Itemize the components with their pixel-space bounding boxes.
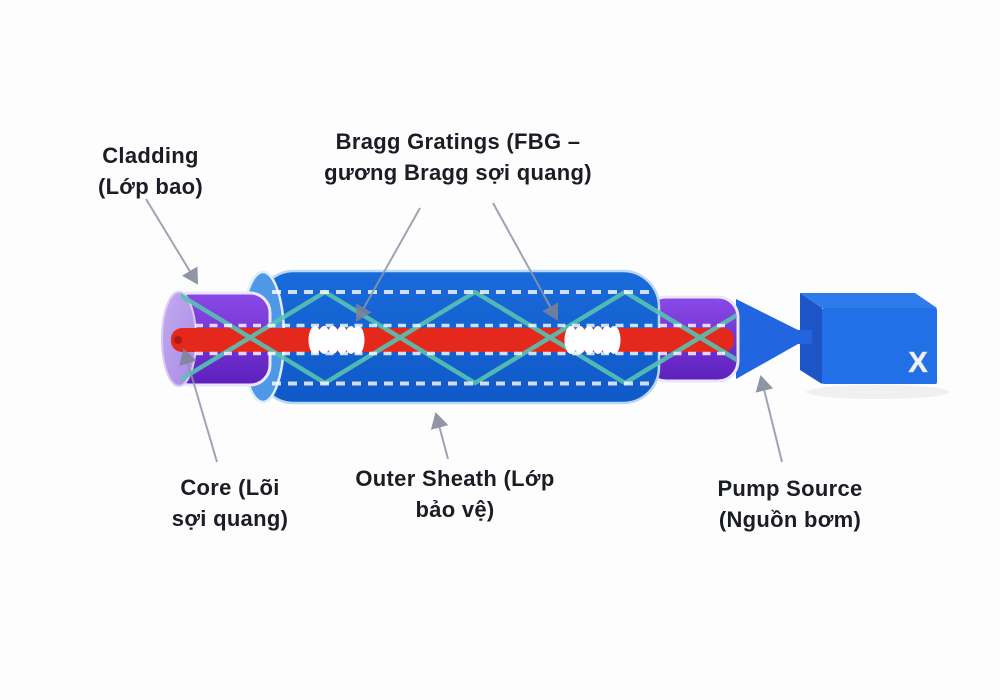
pump-box-x-letter: X (908, 347, 928, 379)
label-bragg-line1: Bragg Gratings (FBG – (335, 129, 581, 154)
core-end-dot (174, 336, 182, 344)
label-pump-source-line1: Pump Source (717, 476, 863, 501)
label-cladding-line2: (Lớp bao) (97, 174, 204, 199)
pump-box-front-face (822, 308, 937, 384)
label-pump-source-line2: (Nguồn bơm) (718, 507, 862, 532)
bragg-right-pointer (492, 202, 559, 321)
pointer-arrows (145, 198, 783, 463)
pump-cone (736, 299, 812, 379)
label-outer-sheath: Outer Sheath (Lớp bảo vệ) (330, 463, 580, 525)
label-bragg-line2: gương Bragg sợi quang) (324, 160, 592, 185)
label-cladding: Cladding (Lớp bao) (48, 140, 253, 202)
cladding-pointer (145, 198, 199, 285)
label-core-line1: Core (Lõi (180, 475, 280, 500)
label-pump-source: Pump Source (Nguồn bơm) (690, 473, 890, 535)
label-core-line2: sợi quang) (171, 506, 289, 531)
light-ray-a (181, 289, 736, 386)
bragg-grating-right (564, 326, 621, 354)
bragg-left-pointer (356, 207, 421, 322)
core-boundary-dashes (195, 323, 726, 356)
label-core: Core (Lõi sợi quang) (130, 472, 330, 534)
outer-sheath-pointer (430, 412, 449, 460)
bragg-grating-left (308, 326, 365, 354)
pump-box-top-face (800, 293, 937, 308)
label-outer-sheath-line1: Outer Sheath (Lớp (355, 466, 555, 491)
core-pointer (179, 348, 218, 463)
label-outer-sheath-line2: bảo vệ) (415, 497, 495, 522)
pump-box-shadow (806, 385, 950, 399)
pump-source-pointer (755, 375, 783, 463)
pump-source-box: X (800, 293, 937, 384)
label-bragg-gratings: Bragg Gratings (FBG – gương Bragg sợi qu… (288, 126, 628, 188)
label-cladding-line1: Cladding (102, 143, 199, 168)
